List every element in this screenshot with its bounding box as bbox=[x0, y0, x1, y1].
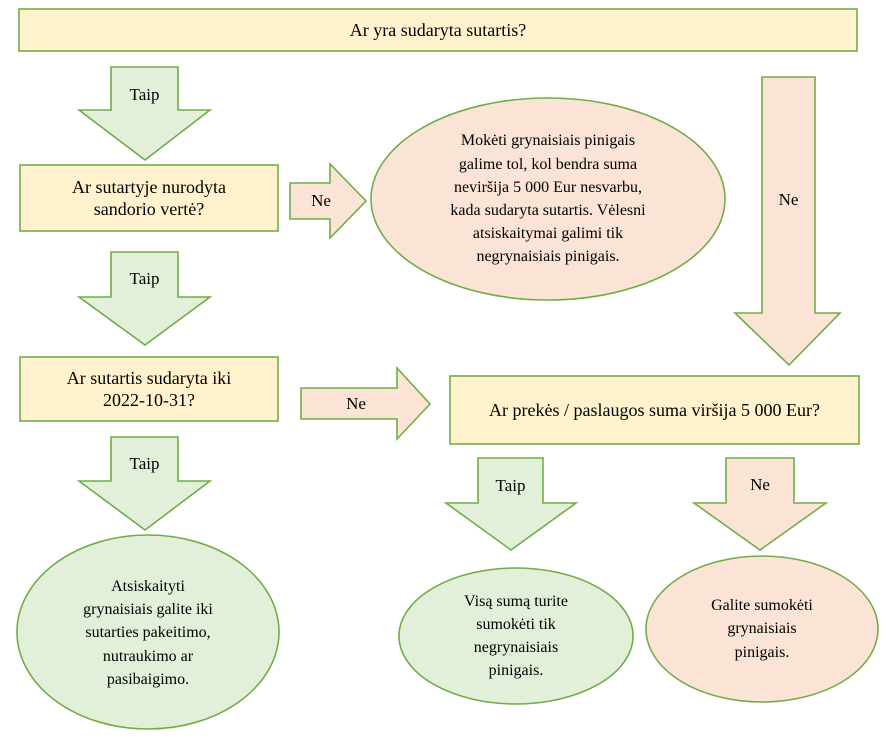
box-amount-exceeds bbox=[449, 375, 860, 445]
arrow-label-yes-3: Taip bbox=[129, 454, 160, 474]
arrow-yes-1 bbox=[76, 66, 213, 162]
box-value-specified bbox=[19, 164, 279, 232]
question-date-before: Ar sutartis sudaryta iki 2022-10-31? bbox=[66, 367, 232, 411]
question-value-specified: Ar sutartyje nurodyta sandorio vertė? bbox=[72, 176, 226, 220]
ellipse-cash-until-change bbox=[16, 534, 280, 730]
arrow-no-1 bbox=[289, 162, 368, 240]
arrow-label-yes-4: Taip bbox=[495, 476, 526, 496]
arrow-label-no-4: Ne bbox=[750, 475, 770, 495]
arrow-label-yes-1: Taip bbox=[129, 85, 160, 105]
result-cash-until-change: Atsiskaityti grynaisiais galite iki suta… bbox=[83, 578, 213, 688]
box-contract-signed bbox=[18, 8, 858, 52]
arrow-label-yes-2: Taip bbox=[129, 269, 160, 289]
ellipse-pay-cash bbox=[645, 555, 879, 703]
arrow-no-3 bbox=[733, 76, 842, 367]
box-date-before bbox=[19, 356, 279, 422]
arrow-label-no-1: Ne bbox=[311, 191, 331, 211]
result-full-noncash: Visą sumą turite sumokėti tik negrynaisi… bbox=[464, 592, 568, 680]
result-cash-until-total: Mokėti grynaisiais pinigais galime tol, … bbox=[450, 132, 646, 266]
arrow-yes-3 bbox=[76, 436, 213, 531]
arrow-yes-2 bbox=[76, 251, 213, 346]
question-contract-signed: Ar yra sudaryta sutartis? bbox=[349, 19, 527, 40]
arrow-yes-4 bbox=[443, 457, 579, 551]
arrow-label-no-2: Ne bbox=[346, 394, 366, 414]
arrow-no-2 bbox=[300, 365, 432, 442]
question-amount-exceeds: Ar prekės / paslaugos suma viršija 5 000… bbox=[489, 399, 820, 420]
result-pay-cash: Galite sumokėti grynaisiais pinigais. bbox=[711, 597, 813, 661]
arrow-no-4 bbox=[691, 457, 829, 551]
arrow-label-no-3: Ne bbox=[778, 190, 799, 210]
ellipse-cash-until-total bbox=[370, 97, 726, 301]
ellipse-full-noncash bbox=[398, 567, 634, 705]
